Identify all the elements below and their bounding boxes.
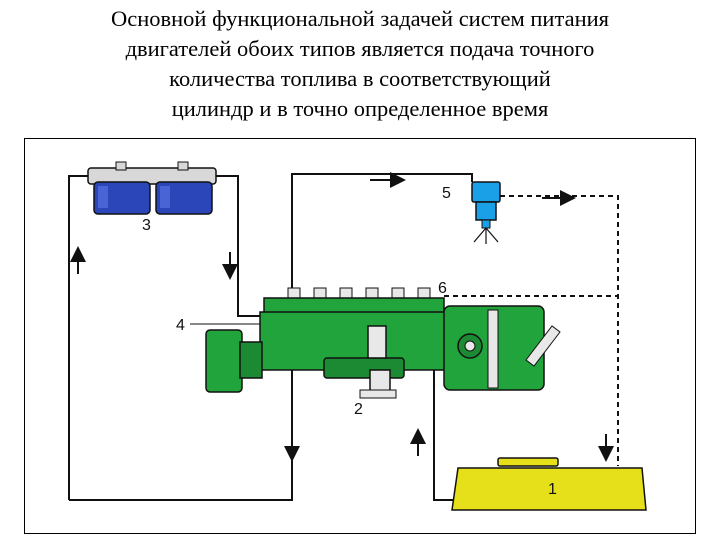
line-pump-to-injector xyxy=(291,173,473,296)
title-line-2: двигателей обоих типов является подача т… xyxy=(125,36,595,61)
return-lines xyxy=(444,195,619,466)
return-line-injector xyxy=(500,195,619,466)
label-tank: 1 xyxy=(548,481,557,498)
slide-title: Основной функциональной задачей систем п… xyxy=(0,4,720,124)
line-pump-return-down xyxy=(69,370,293,501)
label-priming-pump: 2 xyxy=(354,401,363,418)
line-filter-supply xyxy=(68,175,90,500)
label-filter: 3 xyxy=(142,217,151,234)
injector xyxy=(471,181,501,244)
fuel-filter xyxy=(87,161,217,215)
line-filter-to-pump xyxy=(214,175,264,317)
title-line-1: Основной функциональной задачей систем п… xyxy=(110,6,610,31)
line-tank-to-filter xyxy=(433,360,454,501)
label-injector: 5 xyxy=(442,185,451,202)
flow-arrows xyxy=(70,172,614,462)
label-injection-pump: 4 xyxy=(176,317,185,334)
fuel-tank xyxy=(451,457,647,511)
fuel-system-diagram: 3 5 6 xyxy=(68,161,647,511)
label-return-line: 6 xyxy=(438,280,447,297)
fuel-lines xyxy=(68,173,473,501)
injection-pump xyxy=(205,287,561,399)
title-line-3: количества топлива в соответствующий xyxy=(169,66,551,91)
title-line-4: цилиндр и в точно определенное время xyxy=(171,96,549,121)
